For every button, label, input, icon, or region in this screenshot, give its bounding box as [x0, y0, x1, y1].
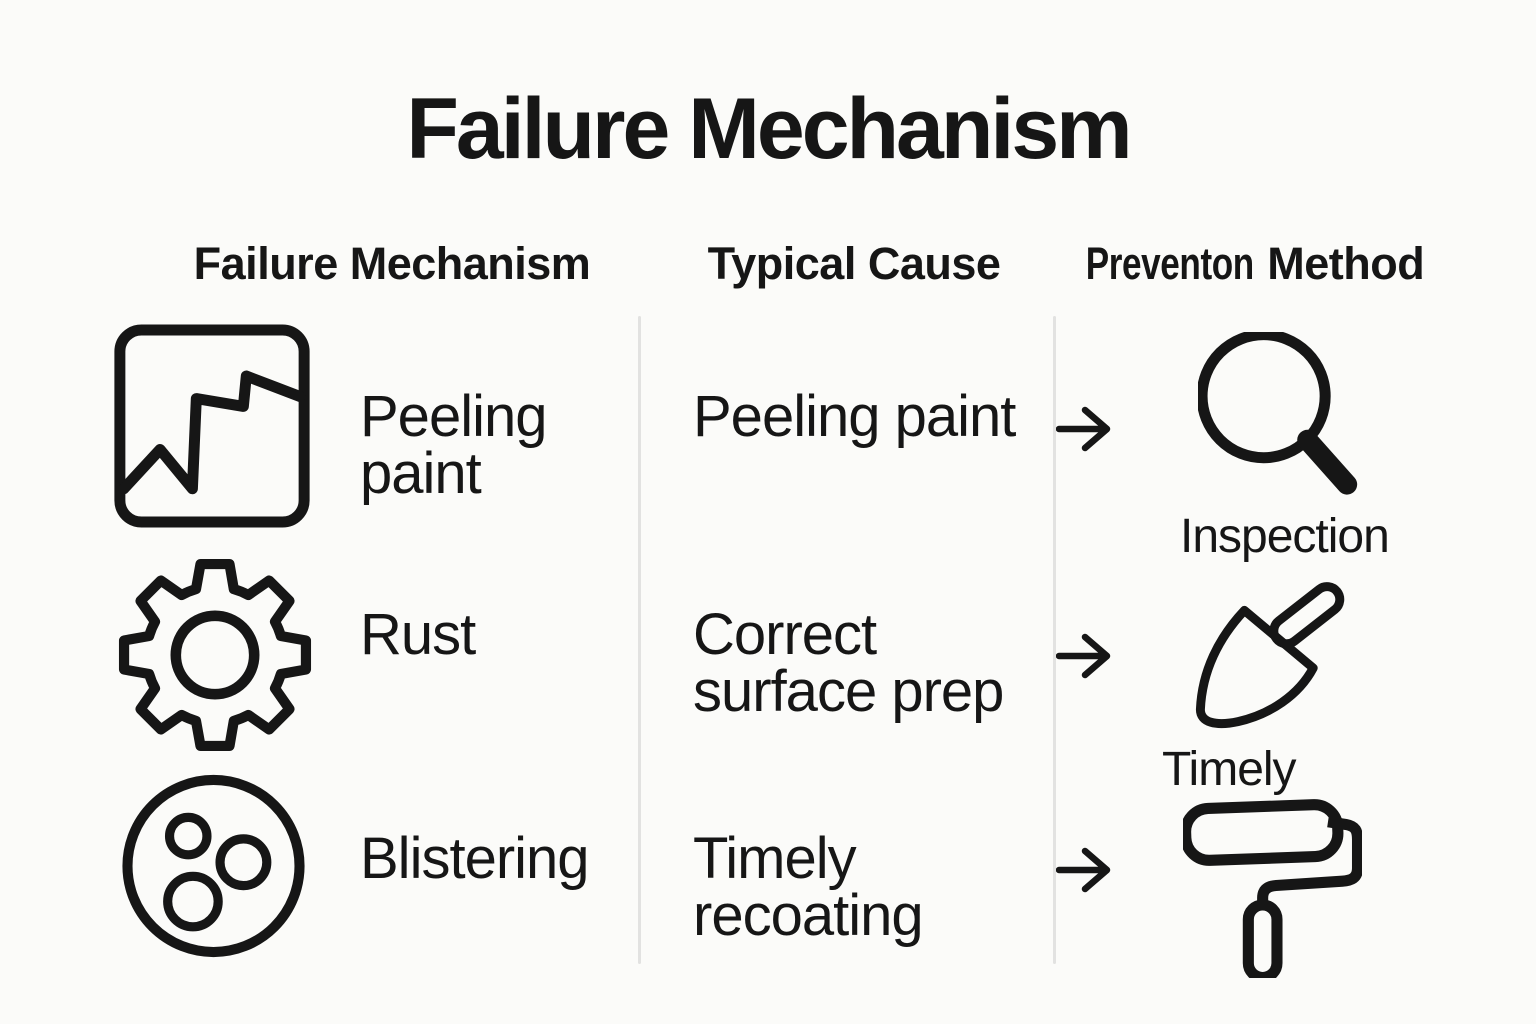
- trowel-icon: [1195, 582, 1345, 729]
- mechanism-label-peeling-paint: Peeling paint: [360, 384, 547, 506]
- column-divider-1: [638, 316, 641, 964]
- cause-label-line: Peeling paint: [693, 384, 1016, 449]
- prevention-label-inspection: Inspection: [1180, 510, 1390, 563]
- page-title: Failure Mechanism: [406, 81, 1132, 177]
- mechanism-label-blistering: Blistering: [360, 826, 590, 891]
- blisters-circle-icon: [122, 774, 305, 958]
- header-word-preventon: Preventon: [1085, 238, 1254, 289]
- mechanism-label-line: Rust: [360, 602, 476, 667]
- mechanism-label-rust: Rust: [360, 602, 476, 667]
- mechanism-label-line: Blistering: [360, 826, 590, 891]
- right-arrow-icon: [1056, 406, 1111, 452]
- cause-label-line: Correct: [693, 602, 877, 667]
- cause-label-peeling-paint: Peeling paint: [693, 384, 1016, 449]
- mechanism-label-line: Peeling: [360, 384, 547, 449]
- right-arrow-icon: [1056, 633, 1111, 679]
- cause-label-line: recoating: [693, 883, 924, 948]
- cause-label-line: Timely: [693, 826, 857, 891]
- column-divider-2: [1053, 316, 1056, 964]
- cause-label-line: surface prep: [693, 659, 1004, 724]
- column-header-typical-cause: Typical Cause: [707, 238, 1001, 289]
- cause-label-surface-prep: Correct surface prep: [693, 602, 1004, 724]
- column-header-prevention-method: Preventon Method: [1044, 238, 1464, 290]
- prevention-label-timely: Timely: [1162, 743, 1297, 796]
- header-word-method: Method: [1267, 238, 1425, 289]
- right-arrow-icon: [1056, 847, 1111, 893]
- magnifying-glass-icon: [1198, 332, 1358, 495]
- paint-roller-icon: [1183, 799, 1362, 978]
- peeling-paint-image-icon: [114, 324, 310, 528]
- cause-label-recoating: Timely recoating: [693, 826, 924, 948]
- gear-icon: [118, 558, 312, 752]
- column-header-failure-mechanism: Failure Mechanism: [193, 238, 591, 289]
- mechanism-label-line: paint: [360, 441, 482, 506]
